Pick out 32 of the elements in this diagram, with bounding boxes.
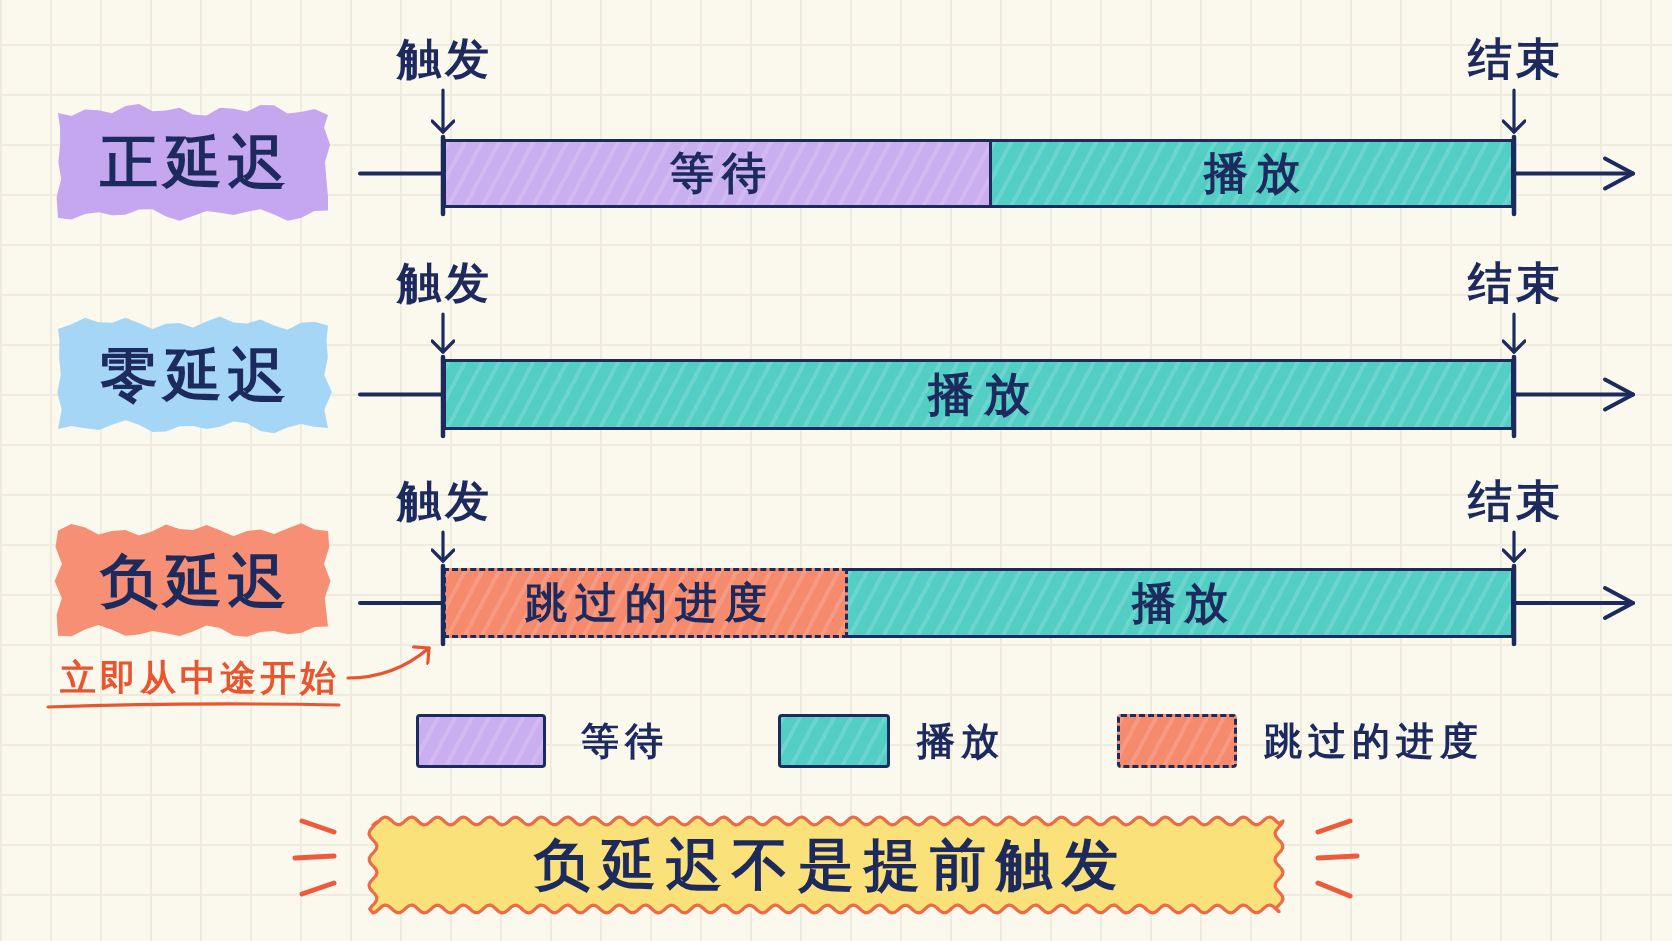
arrow xyxy=(1501,530,1527,563)
event-label: 结束 xyxy=(1466,30,1562,88)
event-label: 结束 xyxy=(1466,472,1562,530)
segment-label: 播放 xyxy=(1202,148,1308,199)
row-label: 正延迟 xyxy=(99,128,292,196)
arrow xyxy=(430,88,456,134)
row-label: 负延迟 xyxy=(98,547,292,615)
banner-text: 负延迟不是提前触发 xyxy=(532,832,1128,898)
legend-label: 等待 xyxy=(581,718,669,765)
row-label: 零延迟 xyxy=(99,341,292,409)
bar-segment xyxy=(443,568,848,638)
bar-segment xyxy=(992,139,1514,208)
event-label: 触发 xyxy=(395,472,491,530)
event-label: 结束 xyxy=(1466,254,1562,312)
arrow xyxy=(430,530,456,563)
event-label: 触发 xyxy=(395,30,491,88)
segment-label: 播放 xyxy=(1130,577,1236,629)
bar-segment xyxy=(848,568,1514,638)
legend-label: 跳过的进度 xyxy=(1264,718,1484,765)
bar-segment xyxy=(443,139,992,208)
segment-label: 等待 xyxy=(668,148,774,199)
arrow xyxy=(1501,312,1527,354)
event-label: 触发 xyxy=(395,254,491,312)
banner xyxy=(366,814,1286,916)
segment-label: 跳过的进度 xyxy=(523,578,775,628)
arrow xyxy=(346,644,431,680)
segment-label: 播放 xyxy=(926,368,1040,421)
legend-label: 播放 xyxy=(917,718,1005,765)
arrow xyxy=(1501,88,1527,134)
bar-segment xyxy=(443,359,1514,430)
annotation-text: 立即从中途开始 xyxy=(50,654,346,702)
arrow xyxy=(430,312,456,354)
